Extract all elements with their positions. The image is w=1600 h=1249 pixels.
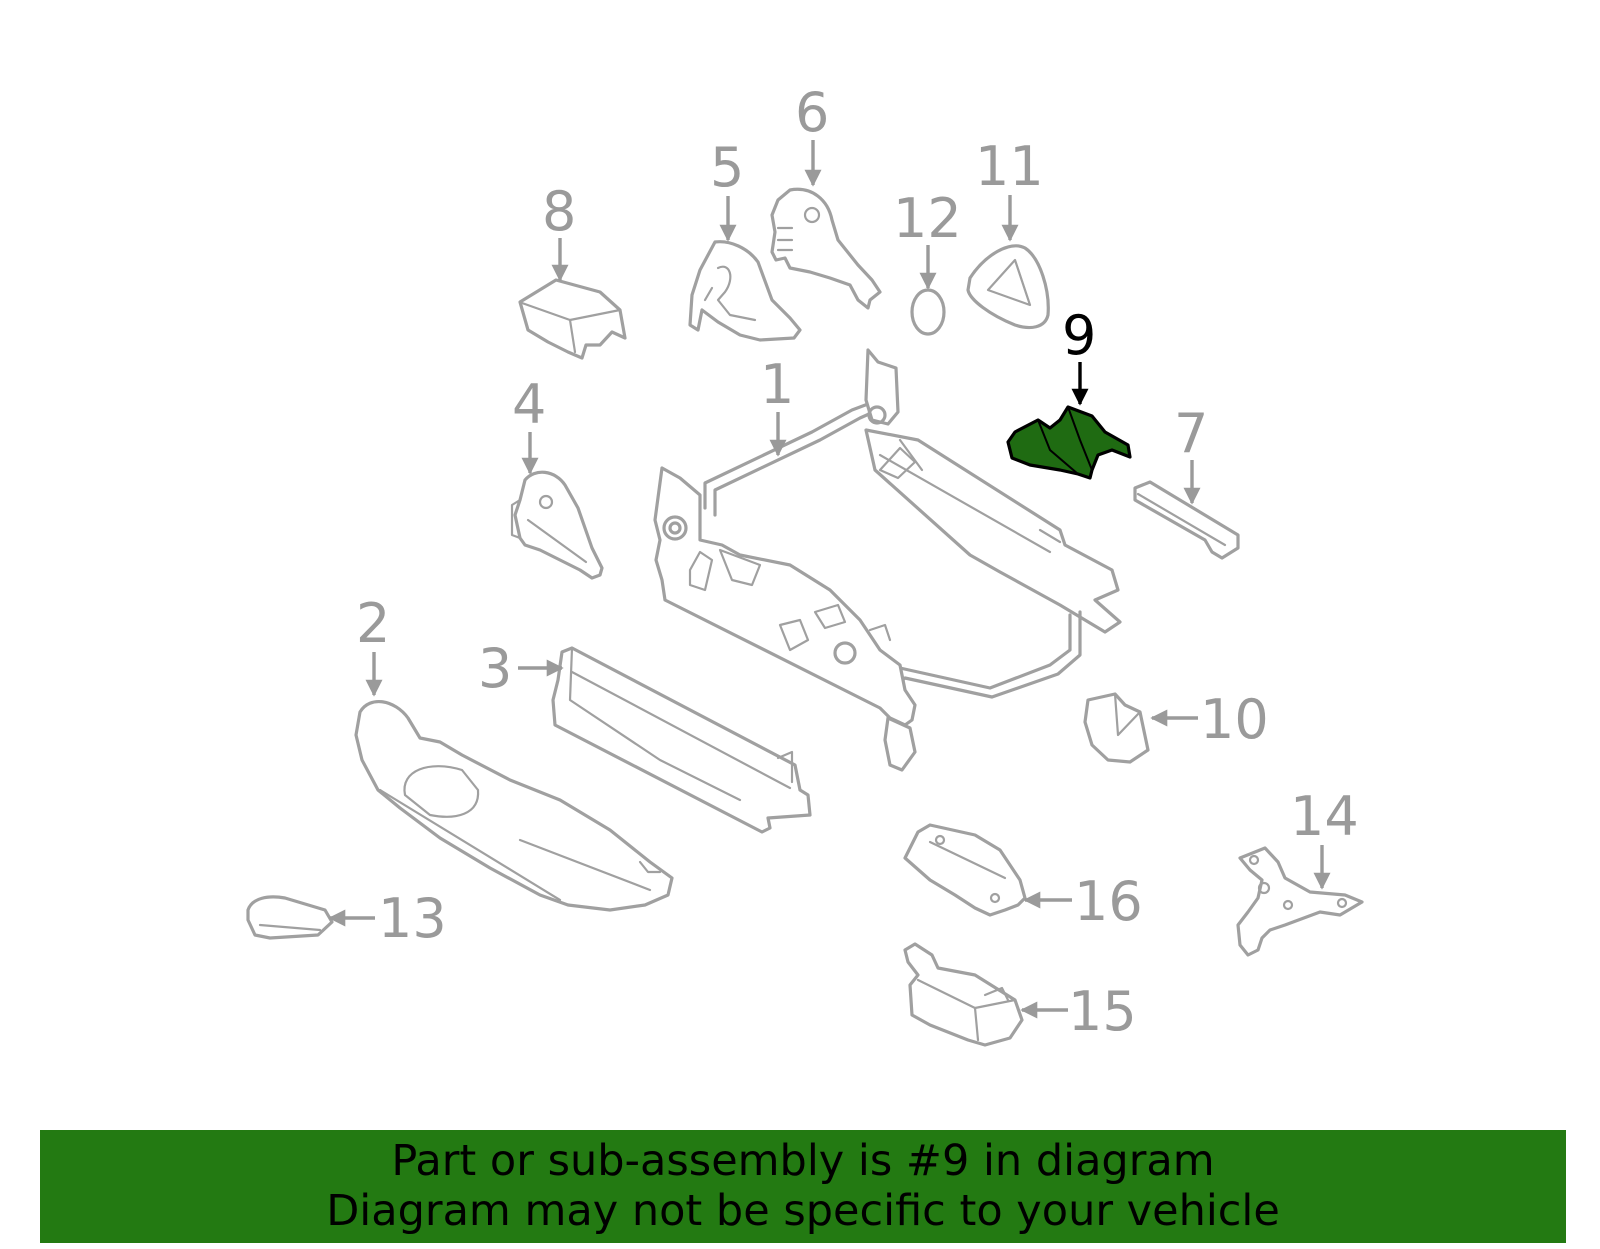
callout-4: 4: [512, 373, 546, 436]
banner-line-2: Diagram may not be specific to your vehi…: [326, 1186, 1280, 1236]
callout-9: 9: [1062, 304, 1096, 367]
callout-numbers: 1 2 3 4 5 6 7 8 9 10 11 12 13 14 15 16: [356, 81, 1359, 1043]
callout-2: 2: [356, 592, 390, 655]
part-7-slide-cover[interactable]: [1133, 480, 1240, 560]
part-14-bracket[interactable]: [1236, 846, 1364, 957]
callout-10: 10: [1200, 688, 1269, 751]
part-1-seat-frame[interactable]: [653, 348, 1122, 772]
callout-3: 3: [478, 637, 512, 700]
part-11-escutcheon[interactable]: [966, 244, 1050, 330]
callout-15: 15: [1068, 980, 1137, 1043]
part-3-trim-panel[interactable]: [551, 646, 812, 834]
part-4-hinge-cover[interactable]: [510, 470, 604, 580]
part-5-recliner-cover[interactable]: [688, 240, 802, 342]
callout-6: 6: [795, 81, 829, 144]
callout-8: 8: [542, 180, 576, 243]
callout-7: 7: [1174, 402, 1208, 465]
part-8-bracket-cover[interactable]: [518, 278, 627, 360]
part-15-module[interactable]: [903, 942, 1024, 1047]
callout-12: 12: [893, 187, 962, 250]
callout-14: 14: [1290, 785, 1359, 848]
notice-banner: Part or sub-assembly is #9 in diagram Di…: [40, 1130, 1566, 1243]
callout-5: 5: [710, 136, 744, 199]
part-6-recliner-cover[interactable]: [770, 187, 882, 310]
callout-11: 11: [975, 135, 1044, 198]
part-2-side-shield[interactable]: [354, 699, 674, 912]
part-16-bracket[interactable]: [903, 823, 1027, 917]
part-10-clip-cover[interactable]: [1083, 692, 1150, 764]
callout-leaders: [328, 140, 1331, 1019]
part-12-ring[interactable]: [910, 288, 946, 336]
callout-13: 13: [378, 887, 447, 950]
banner-line-1: Part or sub-assembly is #9 in diagram: [391, 1136, 1215, 1186]
callout-1: 1: [760, 353, 794, 416]
part-13-knob[interactable]: [246, 895, 334, 940]
part-9-highlighted-cover[interactable]: [1006, 405, 1132, 480]
callout-16: 16: [1074, 870, 1143, 933]
